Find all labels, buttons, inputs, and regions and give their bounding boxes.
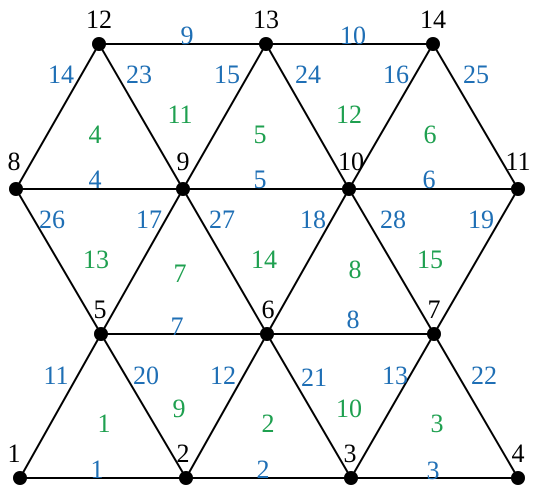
edge-16 [348,43,434,190]
edges-layer [15,43,519,479]
node-label-11: 11 [505,147,530,176]
triangle-label-2: 2 [262,409,275,438]
node-9 [176,182,190,196]
edge-label-17: 17 [136,205,162,234]
edge-label-14: 14 [48,60,74,89]
edge-17 [100,188,184,335]
node-14 [426,37,440,51]
edge-23 [98,43,184,190]
node-label-12: 12 [86,5,112,34]
edge-label-10: 10 [340,21,366,50]
node-label-1: 1 [8,439,21,468]
edge-13 [350,333,435,479]
triangle-label-10: 10 [336,394,362,423]
node-label-6: 6 [262,295,275,324]
edge-label-20: 20 [133,361,159,390]
node-label-13: 13 [253,5,279,34]
node-11 [511,182,525,196]
triangle-label-1: 1 [98,409,111,438]
edge-12 [185,333,268,479]
node-1 [13,471,27,485]
edge-label-3: 3 [427,456,440,485]
edge-label-8: 8 [347,305,360,334]
edge-24 [265,43,350,190]
node-label-8: 8 [8,147,21,176]
triangle-label-6: 6 [424,120,437,149]
edge-label-5: 5 [254,165,267,194]
edge-label-22: 22 [471,361,497,390]
node-13 [259,37,273,51]
edge-label-18: 18 [300,205,326,234]
edge-26 [15,188,102,335]
edge-15 [182,43,267,190]
edge-label-2: 2 [257,455,270,484]
triangle-label-12: 12 [336,100,362,129]
edge-25 [432,43,519,190]
edge-label-27: 27 [209,205,235,234]
node-label-3: 3 [344,439,357,468]
node-4 [511,471,525,485]
node-8 [9,182,23,196]
edge-label-11: 11 [43,361,68,390]
node-label-10: 10 [338,147,364,176]
edge-21 [266,333,352,479]
edge-label-25: 25 [463,60,489,89]
edge-label-9: 9 [181,21,194,50]
triangle-label-4: 4 [89,120,102,149]
node-5 [94,327,108,341]
triangle-label-13: 13 [83,245,109,274]
node-2 [179,471,193,485]
edge-label-23: 23 [126,60,152,89]
edge-22 [433,333,519,479]
triangle-label-11: 11 [167,100,192,129]
triangle-label-7: 7 [174,259,187,288]
node-label-7: 7 [428,295,441,324]
edge-label-13: 13 [382,361,408,390]
edge-label-21: 21 [301,363,327,392]
edge-18 [266,188,350,335]
triangle-label-9: 9 [173,394,186,423]
node-label-2: 2 [177,439,190,468]
edge-11 [19,333,102,479]
edge-label-6: 6 [423,165,436,194]
triangle-label-5: 5 [254,120,267,149]
node-label-4: 4 [512,439,525,468]
edge-label-28: 28 [380,205,406,234]
edge-label-24: 24 [295,60,321,89]
edge-label-7: 7 [171,312,184,341]
edge-label-12: 12 [210,361,236,390]
edge-label-26: 26 [39,205,65,234]
node-label-5: 5 [94,295,107,324]
edge-28 [348,188,435,335]
edge-14 [15,43,100,190]
node-label-9: 9 [177,147,190,176]
nodes-layer [9,37,525,485]
edge-label-16: 16 [383,60,409,89]
triangle-label-14: 14 [251,245,277,274]
edge-19 [433,188,519,335]
node-label-14: 14 [420,5,446,34]
edge-27 [182,188,268,335]
triangle-label-3: 3 [431,409,444,438]
node-7 [427,327,441,341]
triangle-label-15: 15 [417,245,443,274]
node-12 [92,37,106,51]
node-3 [344,471,358,485]
node-6 [260,327,274,341]
triangle-label-8: 8 [349,255,362,284]
edge-label-15: 15 [214,60,240,89]
node-10 [342,182,356,196]
edge-label-1: 1 [91,455,104,484]
edge-20 [100,333,187,479]
edge-label-19: 19 [468,205,494,234]
edge-label-4: 4 [89,165,102,194]
